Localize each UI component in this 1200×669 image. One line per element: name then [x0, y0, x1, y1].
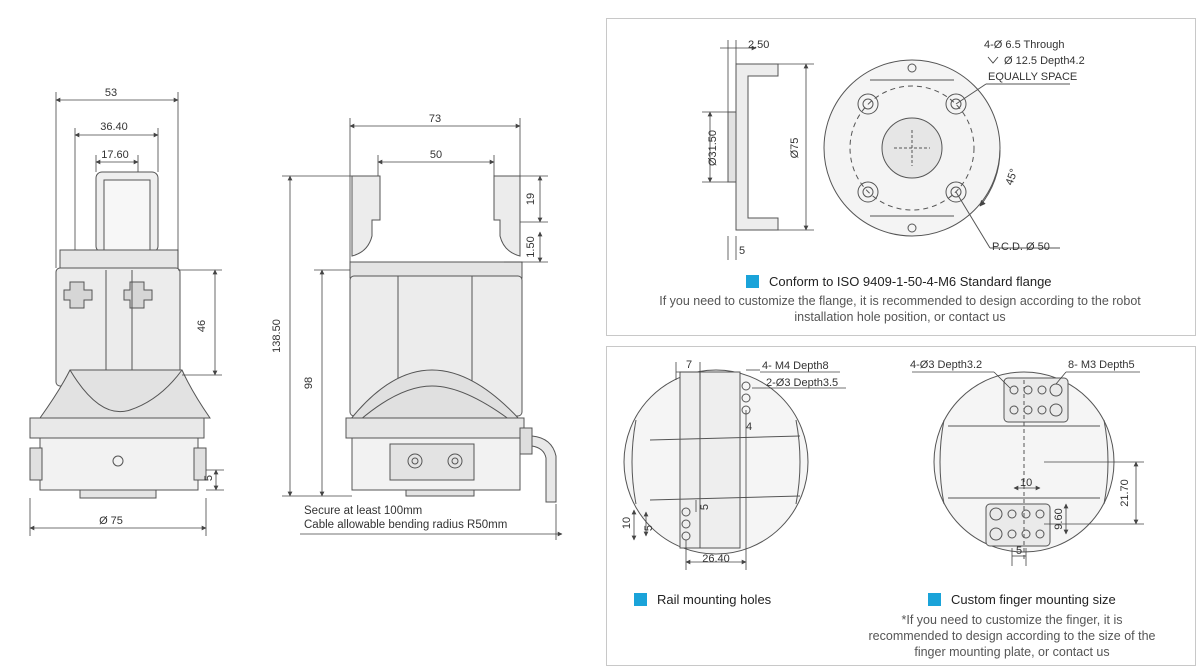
- rail-dim-5b: 5: [643, 525, 655, 531]
- dim-19: 19: [525, 193, 537, 205]
- mounting-panel: [606, 346, 1196, 666]
- flange-caption: Conform to ISO 9409-1-50-4-M6 Standard f…: [746, 274, 1052, 289]
- flange-section-dimensions: [702, 40, 814, 260]
- finger-dim-10: 10: [1020, 477, 1032, 489]
- flange-dim-dia-31-50: Ø31.50: [707, 130, 719, 166]
- rail-caption-text: Rail mounting holes: [657, 592, 772, 607]
- dim-46: 46: [196, 320, 208, 332]
- flange-note: If you need to customize the flange, it …: [659, 294, 1141, 324]
- dim-1-50: 1.50: [525, 236, 537, 257]
- finger-dim-9-60: 9.60: [1053, 508, 1065, 529]
- rail-mounting-view: [623, 369, 809, 555]
- rail-dim-4: 4: [746, 421, 752, 433]
- dim-138-50: 138.50: [271, 319, 283, 353]
- caption-marker-icon: [634, 593, 647, 606]
- rail-dim-5: 5: [699, 504, 711, 510]
- flange-dim-dia-75: Ø75: [789, 138, 801, 159]
- flange-hole-spec-1: 4-Ø 6.5 Through: [984, 39, 1065, 51]
- rail-dim-26-40: 26.40: [702, 553, 730, 565]
- front-view-dimensions: [29, 92, 224, 536]
- dim-53: 53: [105, 87, 117, 99]
- dim-98: 98: [303, 377, 315, 389]
- dim-36-40: 36.40: [100, 121, 128, 133]
- flange-dim-2-50: 2.50: [748, 39, 769, 51]
- dim-50: 50: [430, 149, 442, 161]
- side-view: [345, 175, 557, 503]
- rail-spec-2: 2-Ø3 Depth3.5: [766, 377, 838, 389]
- flange-angle-45: 45°: [1004, 167, 1021, 187]
- finger-dimensions: [912, 371, 1144, 566]
- flange-caption-text: Conform to ISO 9409-1-50-4-M6 Standard f…: [769, 274, 1052, 289]
- dim-73: 73: [429, 113, 441, 125]
- cable-note-1: Secure at least 100mm: [304, 505, 422, 517]
- rail-spec-1: 4- M4 Depth8: [762, 360, 829, 372]
- flange-top-view: [823, 59, 1070, 249]
- dim-17-60: 17.60: [101, 149, 129, 161]
- rail-dimensions: [631, 362, 846, 570]
- side-view-dimensions: [282, 118, 563, 540]
- flange-pcd: P.C.D. Ø 50: [992, 241, 1050, 253]
- finger-mounting-view: [933, 371, 1115, 560]
- finger-caption: Custom finger mounting size: [928, 592, 1116, 607]
- flange-panel: [606, 18, 1196, 336]
- finger-dim-21-70: 21.70: [1119, 479, 1131, 507]
- finger-note: *If you need to customize the finger, it…: [868, 613, 1156, 659]
- flange-hole-spec-3: EQUALLY SPACE: [988, 71, 1077, 83]
- flange-hole-spec-2: Ø 12.5 Depth4.2: [1004, 55, 1085, 67]
- finger-spec-1: 4-Ø3 Depth3.2: [910, 359, 982, 371]
- rail-dim-7: 7: [686, 359, 692, 371]
- depth-symbol-icon: [987, 56, 999, 64]
- flange-section-view: [727, 63, 779, 231]
- rail-dim-10: 10: [621, 517, 633, 529]
- finger-caption-text: Custom finger mounting size: [951, 592, 1116, 607]
- finger-dim-5: 5: [1016, 545, 1022, 557]
- finger-spec-2: 8- M3 Depth5: [1068, 359, 1135, 371]
- flange-dim-5: 5: [739, 245, 745, 257]
- caption-marker-icon: [746, 275, 759, 288]
- front-view: [29, 171, 211, 499]
- cable-note-2: Cable allowable bending radius R50mm: [304, 519, 507, 531]
- caption-marker-icon: [928, 593, 941, 606]
- dim-dia-75: Ø 75: [99, 515, 123, 527]
- rail-caption: Rail mounting holes: [634, 592, 771, 607]
- dim-5: 5: [203, 475, 215, 481]
